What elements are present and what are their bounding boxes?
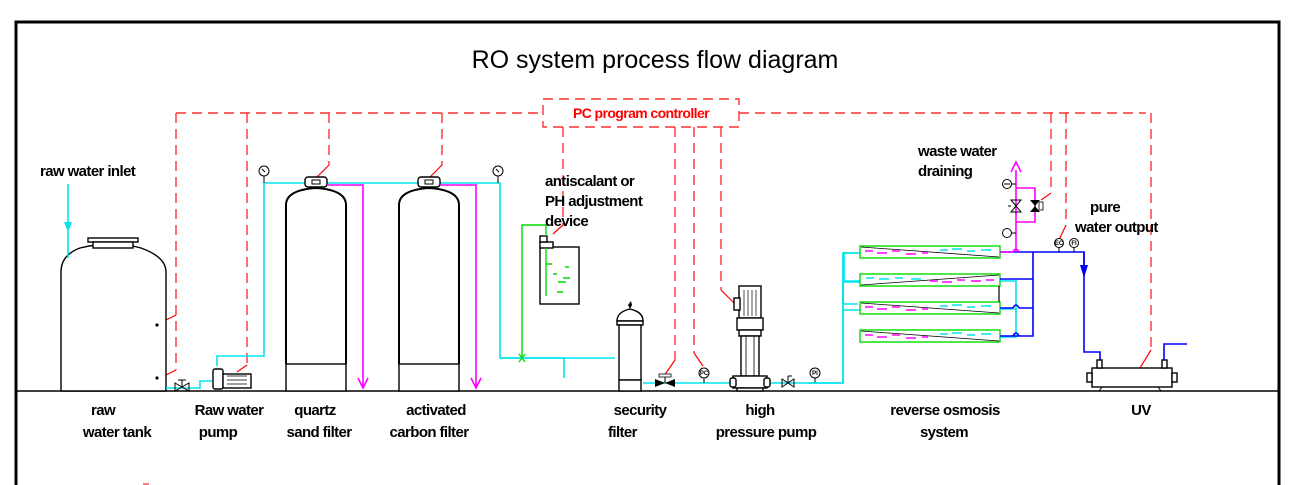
label-hp-pump-1: high	[745, 402, 775, 419]
security-filter	[616, 301, 644, 392]
reverse-osmosis-system	[808, 160, 1085, 384]
label-raw-water-tank-1: raw	[91, 402, 116, 419]
pure-water-label-line2: water output	[1074, 219, 1158, 236]
pure-water-pipe	[1083, 252, 1101, 362]
sand-filter-backwash-drain	[327, 184, 364, 388]
outlet-hand-valve	[781, 375, 795, 388]
pressure-gauge-icon	[492, 165, 504, 183]
high-pressure-pump	[729, 285, 771, 392]
equipment-labels: raw water tank Raw water pump quartz san…	[82, 402, 1152, 441]
inlet-solenoid-valve	[655, 373, 675, 387]
label-sand-filter-1: quartz	[294, 402, 336, 419]
stray-mark	[143, 483, 149, 485]
waste-flow-indicator	[1002, 179, 1016, 189]
label-security-filter-1: security	[614, 402, 668, 419]
raw-water-tank	[60, 237, 167, 392]
activated-carbon-filter	[398, 176, 460, 392]
label-ro-system-1: reverse osmosis	[890, 402, 1000, 419]
label-security-filter-2: filter	[608, 424, 638, 441]
ro-membrane-1	[859, 245, 1001, 259]
antiscalant-label-line1: antiscalant or	[545, 173, 635, 190]
waste-pressure-indicator	[1002, 228, 1016, 238]
label-uv-1: UV	[1131, 402, 1151, 419]
pressure-indicator-sensor: PI	[809, 367, 821, 383]
svg-text:PC: PC	[700, 371, 709, 377]
diagram-title: RO system process flow diagram	[472, 46, 839, 74]
label-raw-water-pump-2: pump	[199, 424, 238, 441]
label-carbon-filter-2: carbon filter	[390, 424, 470, 441]
control-signal-network	[159, 98, 1152, 379]
raw-water-pump	[212, 368, 252, 390]
raw-water-inlet-label: raw water inlet	[40, 163, 136, 180]
svg-text:EC: EC	[1055, 241, 1064, 247]
waste-water-label-line1: waste water	[917, 143, 997, 160]
flush-solenoid-valve	[1030, 200, 1044, 212]
pure-water-arrow-icon	[1080, 265, 1088, 278]
antiscalant-dosing-device	[518, 224, 580, 363]
pure-water-conductivity-sensor: EC	[1054, 238, 1064, 252]
uv-sterilizer	[1086, 343, 1187, 392]
quartz-sand-filter	[285, 176, 347, 392]
ro-membrane-4	[859, 329, 1001, 343]
inlet-hand-valve	[174, 379, 190, 392]
label-raw-water-tank-2: water tank	[82, 424, 152, 441]
ro-membrane-2	[859, 273, 1001, 287]
label-raw-water-pump-1: Raw water	[195, 402, 265, 419]
label-sand-filter-2: sand filter	[286, 424, 352, 441]
pressure-control-sensor: PC	[698, 367, 710, 383]
inlet-arrow-icon	[64, 222, 72, 232]
antiscalant-label-line2: PH adjustment	[545, 193, 643, 210]
ro-membrane-3	[859, 301, 1001, 315]
concentrate-hand-valve	[1008, 199, 1023, 213]
svg-text:PI: PI	[812, 371, 818, 377]
controller-box	[542, 98, 740, 128]
waste-water-label-line2: draining	[918, 163, 973, 180]
pressure-gauge-icon	[258, 165, 270, 183]
label-carbon-filter-1: activated	[406, 402, 466, 419]
svg-text:FI: FI	[1071, 241, 1077, 247]
drawing-frame	[14, 20, 1281, 485]
pure-water-label-line1: pure	[1090, 199, 1120, 216]
label-hp-pump-2: pressure pump	[716, 424, 817, 441]
carbon-filter-backwash-drain	[440, 184, 477, 388]
controller-label: PC program controller	[573, 105, 710, 121]
label-ro-system-2: system	[920, 424, 968, 441]
pure-water-flow-sensor: FI	[1069, 238, 1079, 252]
antiscalant-label-line3: device	[545, 213, 588, 230]
